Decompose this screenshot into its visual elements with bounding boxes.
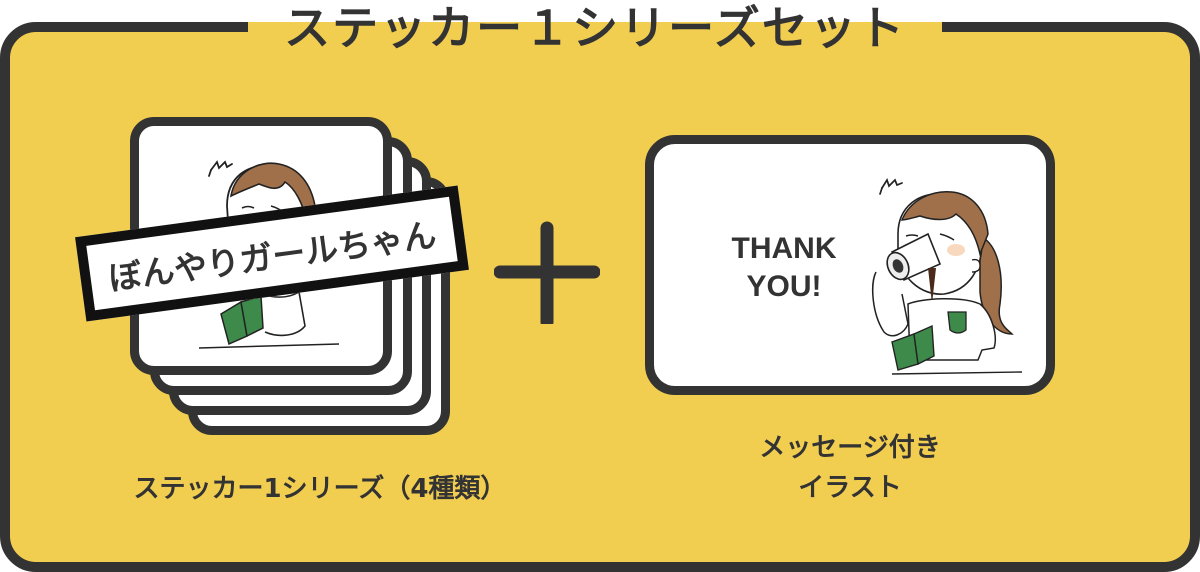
title-backdrop — [248, 0, 942, 22]
thank-you-text: THANK YOU! — [704, 230, 864, 306]
girl-drinking-coffee-illustration — [871, 178, 1023, 375]
thank-you-line-2: YOU! — [746, 270, 822, 303]
title-container: ステッカー１シリーズセット — [248, 0, 942, 56]
sticker-series-caption: ステッカー1シリーズ（4種類） — [133, 474, 507, 504]
caption-line-1: メッセージ付き — [759, 433, 941, 463]
page-title: ステッカー１シリーズセット — [284, 1, 906, 55]
message-card: THANK YOU! — [645, 135, 1055, 395]
message-illustration-caption: メッセージ付き イラスト — [700, 428, 1000, 508]
plus-icon — [494, 221, 600, 324]
thank-you-line-1: THANK — [731, 232, 837, 265]
caption-line-2: イラスト — [798, 473, 902, 503]
title-backdrop-lower — [248, 22, 942, 34]
